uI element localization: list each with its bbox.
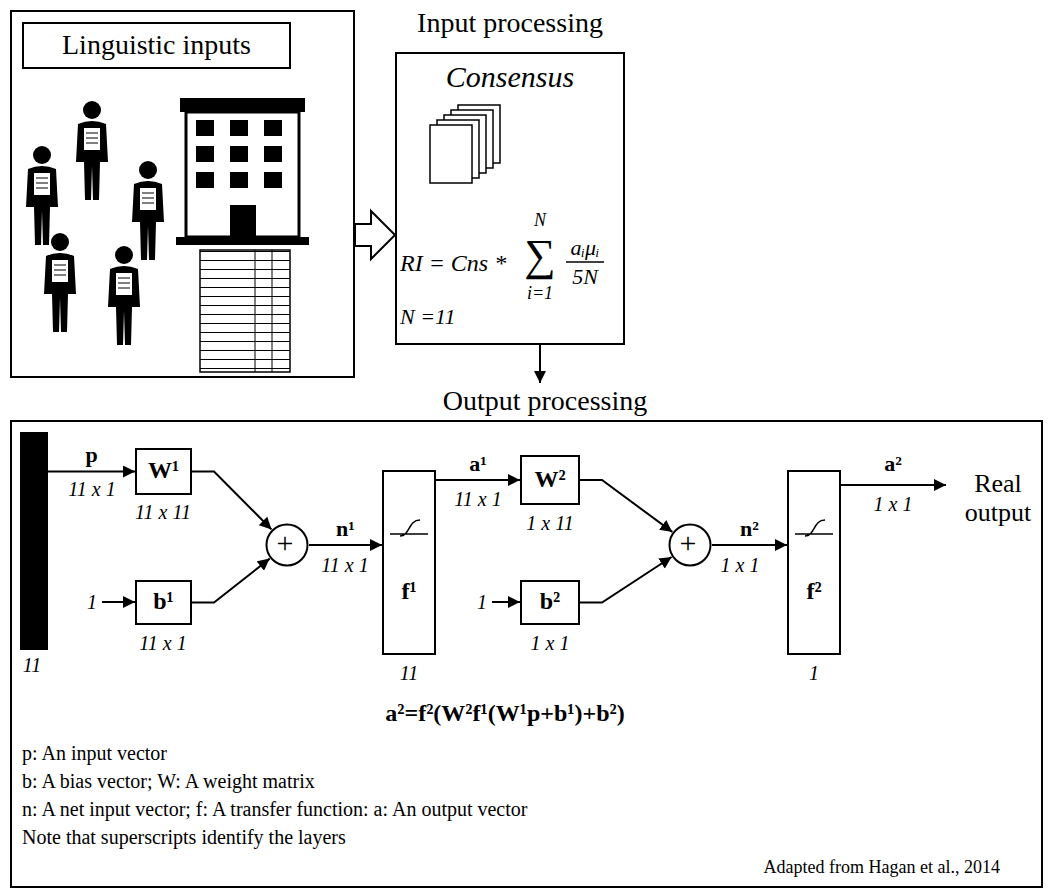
connector-arrow — [192, 559, 270, 603]
bias-box: b¹11 x 1 — [135, 580, 192, 625]
signal-label: n¹ — [334, 517, 357, 541]
box-label: b² — [540, 588, 561, 614]
sigmoid-symbol — [795, 520, 833, 536]
node-text: 1 — [809, 662, 819, 684]
circle-outline — [670, 525, 711, 566]
graphic-part — [44, 233, 76, 332]
node-text: 5N — [572, 265, 598, 289]
node-text: i=1 — [527, 284, 553, 304]
node-text: p: An input vector — [22, 742, 167, 764]
node-text: f² — [806, 578, 821, 604]
node-text: 11 x 1 — [139, 632, 186, 654]
node-text: Adapted from Hagan et al., 2014 — [764, 858, 1000, 878]
process-box: Input processingConsensusRI = Cns *N∑i=1… — [395, 52, 625, 345]
bias-input-arrow — [102, 601, 135, 603]
building-icon — [176, 98, 309, 245]
graphic-part — [255, 250, 256, 372]
bias-input-arrow — [492, 601, 520, 603]
box-label: + — [680, 526, 697, 559]
node-text: Linguistic inputs — [22, 22, 291, 69]
box-label: + — [277, 526, 294, 559]
connector-arrow — [712, 544, 787, 546]
dimension-label: 1 x 1 — [721, 554, 760, 576]
table-sheet — [200, 250, 290, 372]
node-text: Note that superscripts identify the laye… — [22, 826, 346, 848]
node-text: a²=f²(W²f¹(W¹p+b¹)+b²) — [385, 700, 624, 726]
node-text: 11 — [23, 654, 42, 676]
dimension-label: 11 x 1 — [68, 478, 115, 500]
circle-outline — [267, 525, 308, 566]
node-text: RI = Cns * — [400, 250, 506, 276]
graphic-part — [200, 250, 290, 372]
connector-arrow — [539, 345, 541, 383]
dimension-label: 1 — [87, 591, 97, 613]
input-bar: 11 — [20, 432, 48, 650]
transfer-box: f¹11 — [382, 470, 436, 655]
weight-box: W²1 x 11 — [520, 455, 580, 505]
graphic-part — [272, 250, 273, 372]
node-text: Input processing — [417, 8, 603, 39]
connector-arrow — [580, 557, 672, 602]
dimension-label: Real output — [952, 470, 1044, 527]
connector-arrow — [436, 479, 520, 481]
node-text: N — [534, 211, 546, 231]
sum-circle: + — [668, 523, 712, 567]
transfer-function-glyph — [789, 502, 839, 582]
node-text: N =11 — [400, 305, 455, 329]
transfer-function-glyph — [384, 502, 434, 582]
signal-label: p — [83, 443, 99, 467]
fraction-bar — [566, 261, 604, 263]
connector-arrow — [309, 544, 382, 546]
graphic-part — [186, 112, 299, 237]
node-text: 11 — [400, 662, 419, 684]
dimension-label: 1 — [477, 591, 487, 613]
node-text: f¹ — [401, 578, 416, 604]
connector-arrow — [580, 480, 672, 532]
graphic-part — [176, 237, 309, 245]
node-text: b: A bias vector; W: A weight matrix — [22, 770, 315, 792]
box-label: W¹ — [148, 457, 179, 483]
graphic-part — [76, 101, 108, 200]
box-label: W² — [534, 466, 565, 492]
dimension-label: 11 x 1 — [454, 488, 501, 510]
transfer-box: f²1 — [787, 470, 841, 655]
connector-arrow — [192, 472, 271, 530]
weight-box: W¹11 x 11 — [135, 448, 192, 495]
node-text: 1 x 1 — [531, 632, 570, 654]
graphic-part — [132, 161, 164, 260]
node-text: Output processing — [443, 386, 648, 417]
sum-circle: + — [265, 523, 309, 567]
node-text: 1 x 11 — [526, 512, 573, 534]
hollow-arrow — [355, 211, 395, 259]
network-panel: 11W¹11 x 11b¹11 x 1+f¹11W²1 x 11b²1 x 1+… — [10, 420, 1043, 888]
connector-arrow — [48, 471, 135, 473]
graphic-part — [26, 146, 58, 245]
bias-box: b²1 x 1 — [520, 580, 580, 625]
graphic-part — [108, 246, 140, 345]
node-text: Consensus — [446, 60, 574, 93]
signal-label: n² — [738, 517, 761, 541]
node-text: 11 x 11 — [135, 501, 191, 523]
dimension-label: 11 x 1 — [321, 554, 368, 576]
graphic-part — [230, 205, 256, 237]
output-arrow — [841, 484, 946, 486]
node-text: n: A net input vector; f: A transfer fun… — [22, 798, 527, 820]
graphic-part — [430, 125, 472, 183]
node-text: aᵢμᵢ — [570, 236, 599, 260]
sigmoid-symbol — [390, 520, 428, 536]
graphic-part — [196, 120, 290, 198]
input-panel: Linguistic inputs — [10, 10, 355, 378]
graphic-part — [180, 98, 305, 112]
dimension-label: 1 x 1 — [874, 493, 913, 515]
page-stack — [430, 105, 500, 183]
box-label: b¹ — [153, 588, 174, 614]
node-text: ∑ — [524, 232, 555, 280]
signal-label: a¹ — [467, 452, 489, 476]
people-figures — [26, 101, 164, 345]
dimension-label: a² — [884, 452, 902, 476]
